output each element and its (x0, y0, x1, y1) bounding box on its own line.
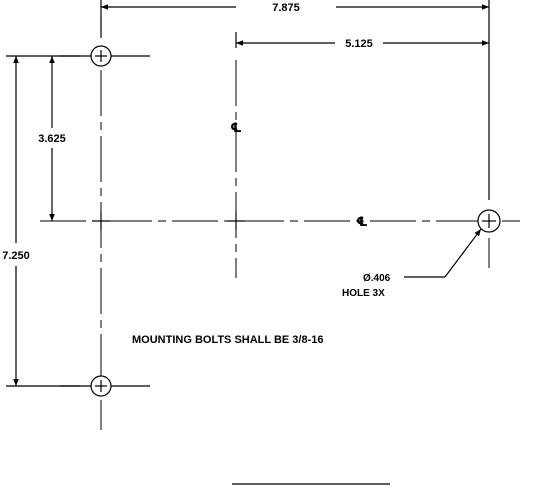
hole-top-left (90, 45, 112, 67)
dimension-half-height: 3.625 (38, 56, 66, 221)
center-lines (40, 55, 520, 430)
dimension-offset-width: 5.125 (236, 38, 489, 50)
hole-diameter-label: Ø.406 (363, 273, 391, 284)
half-height-label: 3.625 (38, 133, 66, 145)
hole-leader (404, 228, 482, 278)
extension-lines (6, 0, 490, 387)
centerline-symbol-horizontal: ℄ (356, 214, 368, 229)
dimension-overall-height: 7.250 (2, 56, 30, 386)
offset-width-label: 5.125 (345, 38, 373, 50)
mounting-note: MOUNTING BOLTS SHALL BE 3/8-16 (132, 334, 324, 346)
hole-count-label: HOLE 3X (342, 288, 385, 299)
overall-width-label: 7.875 (272, 2, 300, 14)
centerline-symbol-vertical: ℄ (230, 120, 242, 135)
hole-bottom-left (90, 375, 112, 397)
hole-right (477, 209, 501, 233)
overall-height-label: 7.250 (2, 250, 30, 262)
dimension-overall-width: 7.875 (101, 2, 489, 14)
